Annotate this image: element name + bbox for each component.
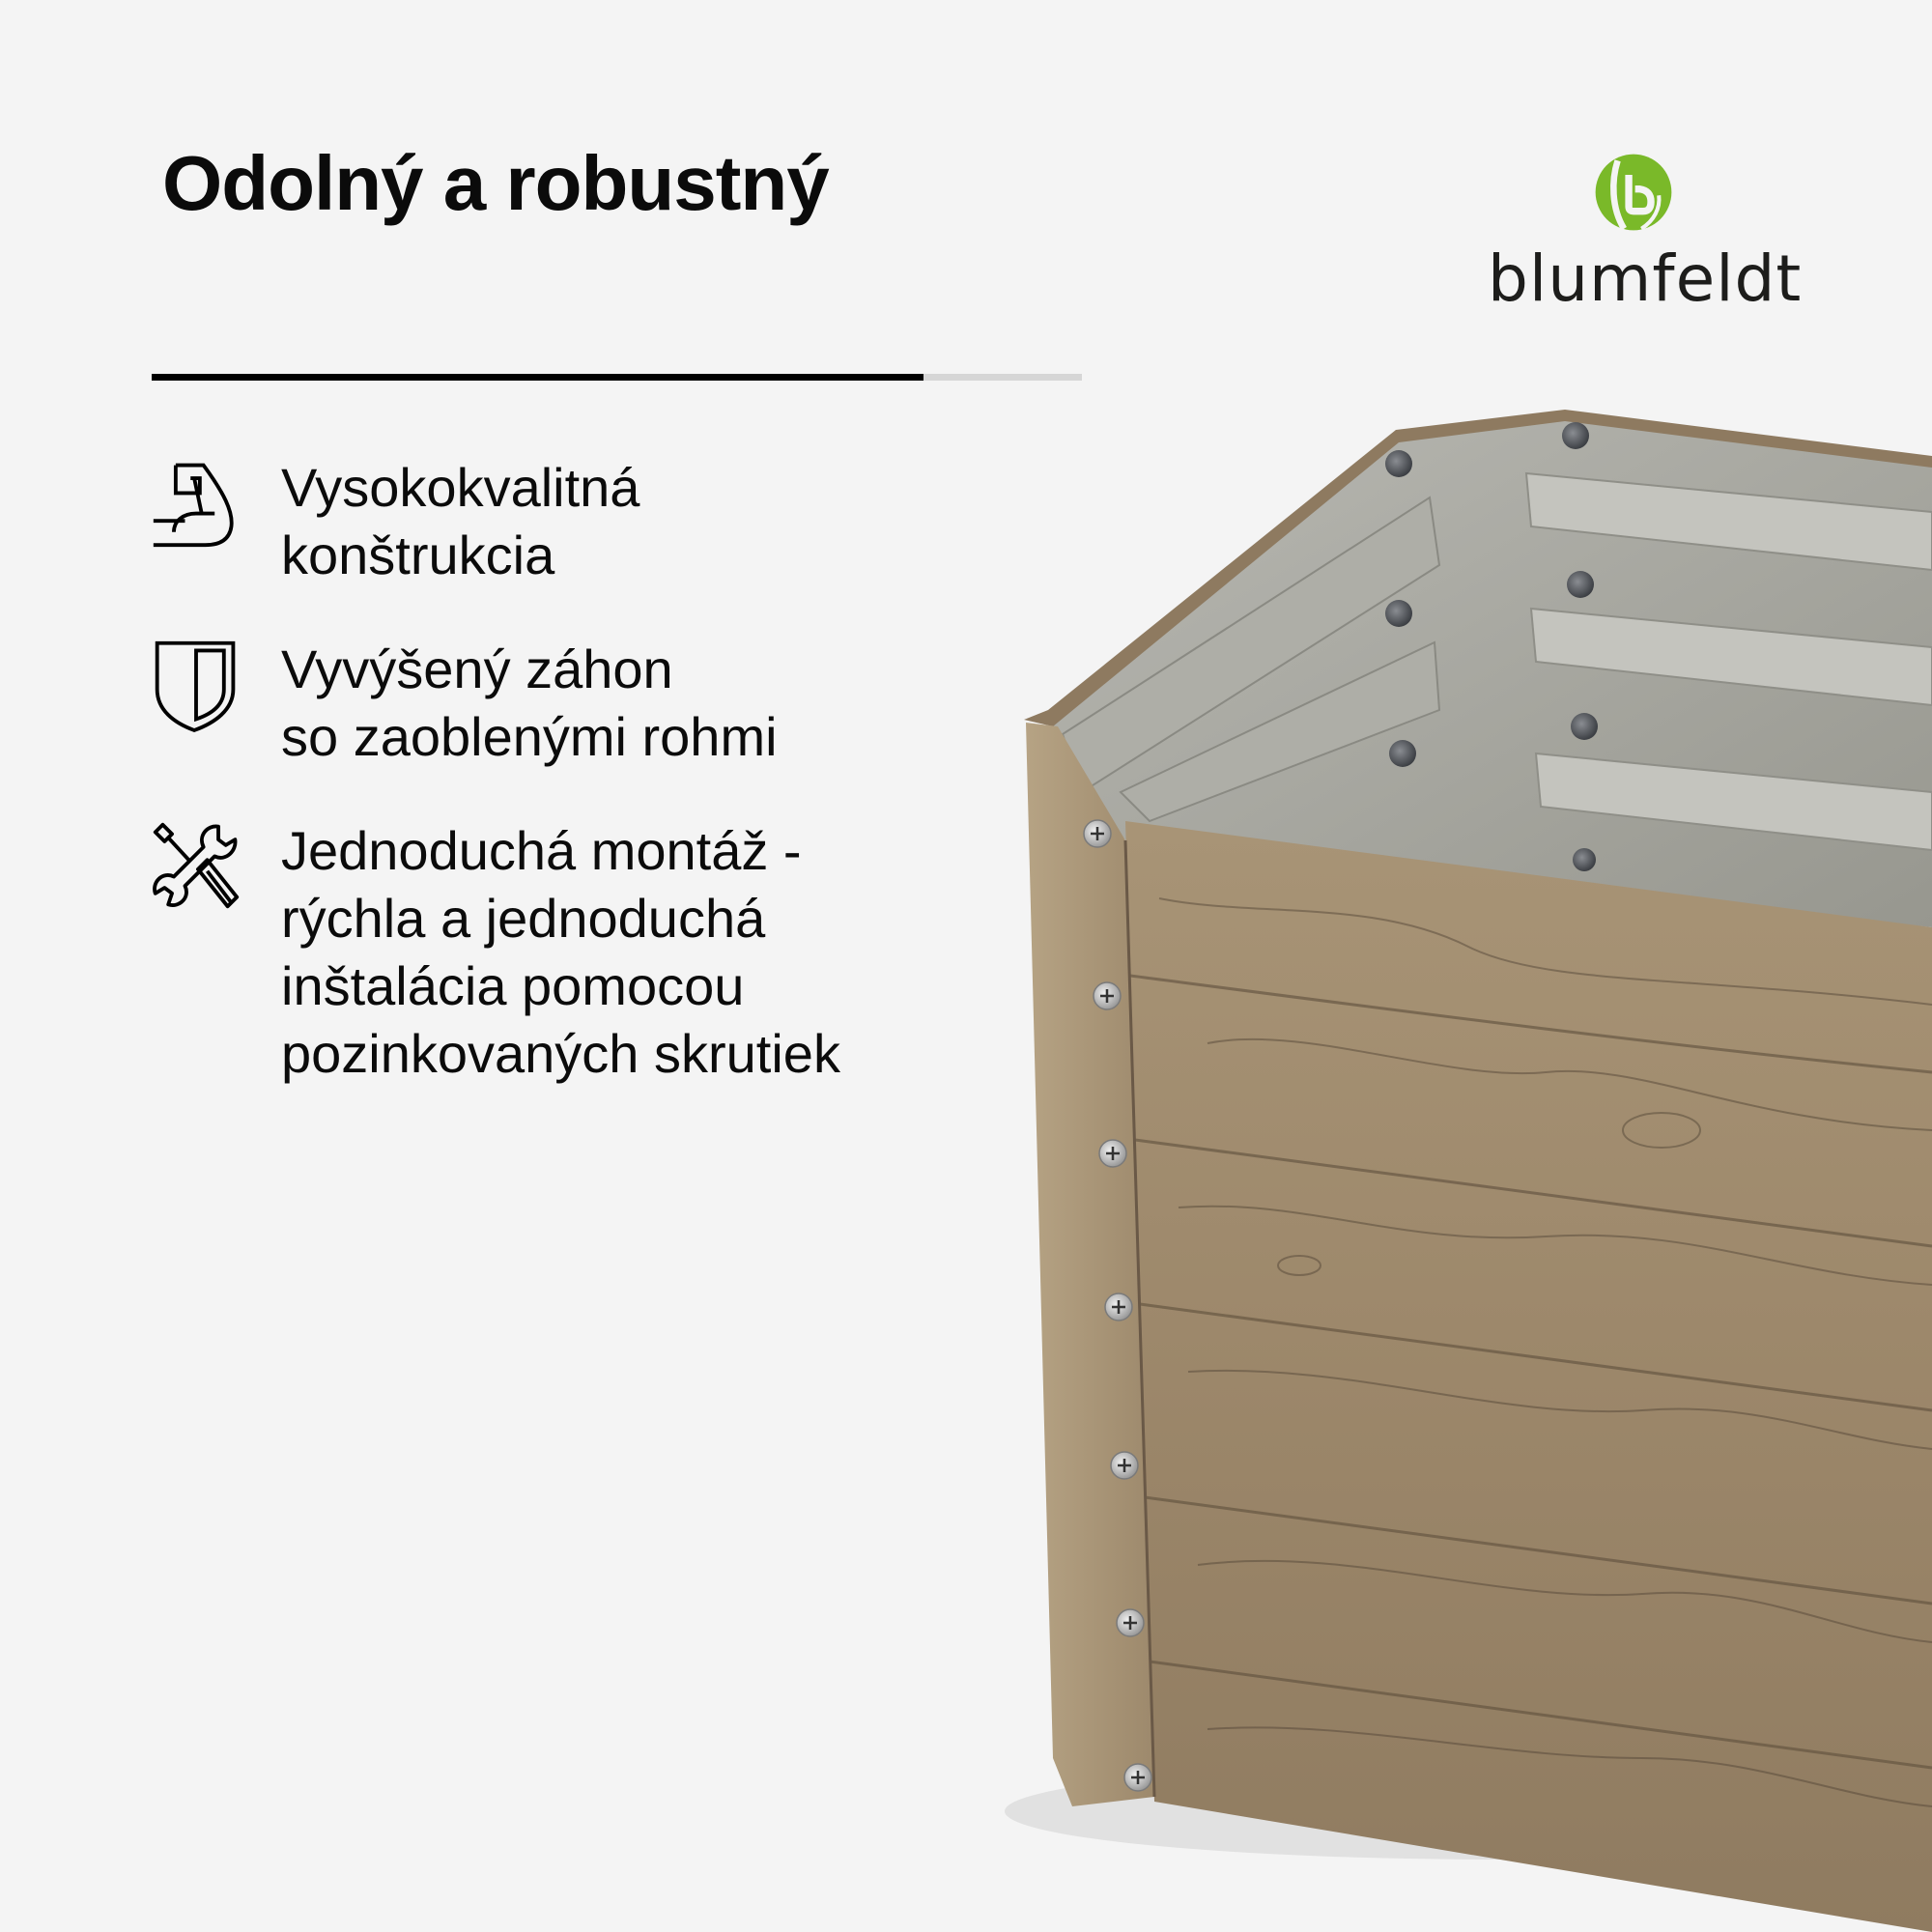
feature-text: Vysokokvalitná konštrukcia <box>281 457 640 585</box>
flexed-arm-strength-icon <box>153 463 234 548</box>
page-title: Odolný a robustný <box>162 140 830 226</box>
feature-text: Vyvýšený záhon so zaoblenými rohmi <box>281 639 778 767</box>
feature-item-assembly: Jednoduchá montáž - rýchla a jednoduchá … <box>150 817 971 1088</box>
brand-logo: blumfeldt <box>1488 153 1803 317</box>
feature-text: Jednoduchá montáž - rýchla a jednoduchá … <box>281 820 840 1084</box>
progress-bar-fill <box>152 374 924 381</box>
brand-wordmark: blumfeldt <box>1488 242 1803 316</box>
feature-item-raised-bed: Vyvýšený záhon so zaoblenými rohmi <box>150 636 971 771</box>
wrench-screwdriver-icon <box>153 822 240 909</box>
product-image-raised-bed <box>1005 410 1932 1932</box>
feature-list: Vysokokvalitná konštrukcia Vyvýšený záho… <box>150 454 971 1134</box>
progress-bar <box>152 374 1082 381</box>
blumfeldt-b-leaf-icon <box>1595 154 1672 231</box>
feature-item-construction: Vysokokvalitná konštrukcia <box>150 454 971 589</box>
shield-icon <box>155 640 236 732</box>
